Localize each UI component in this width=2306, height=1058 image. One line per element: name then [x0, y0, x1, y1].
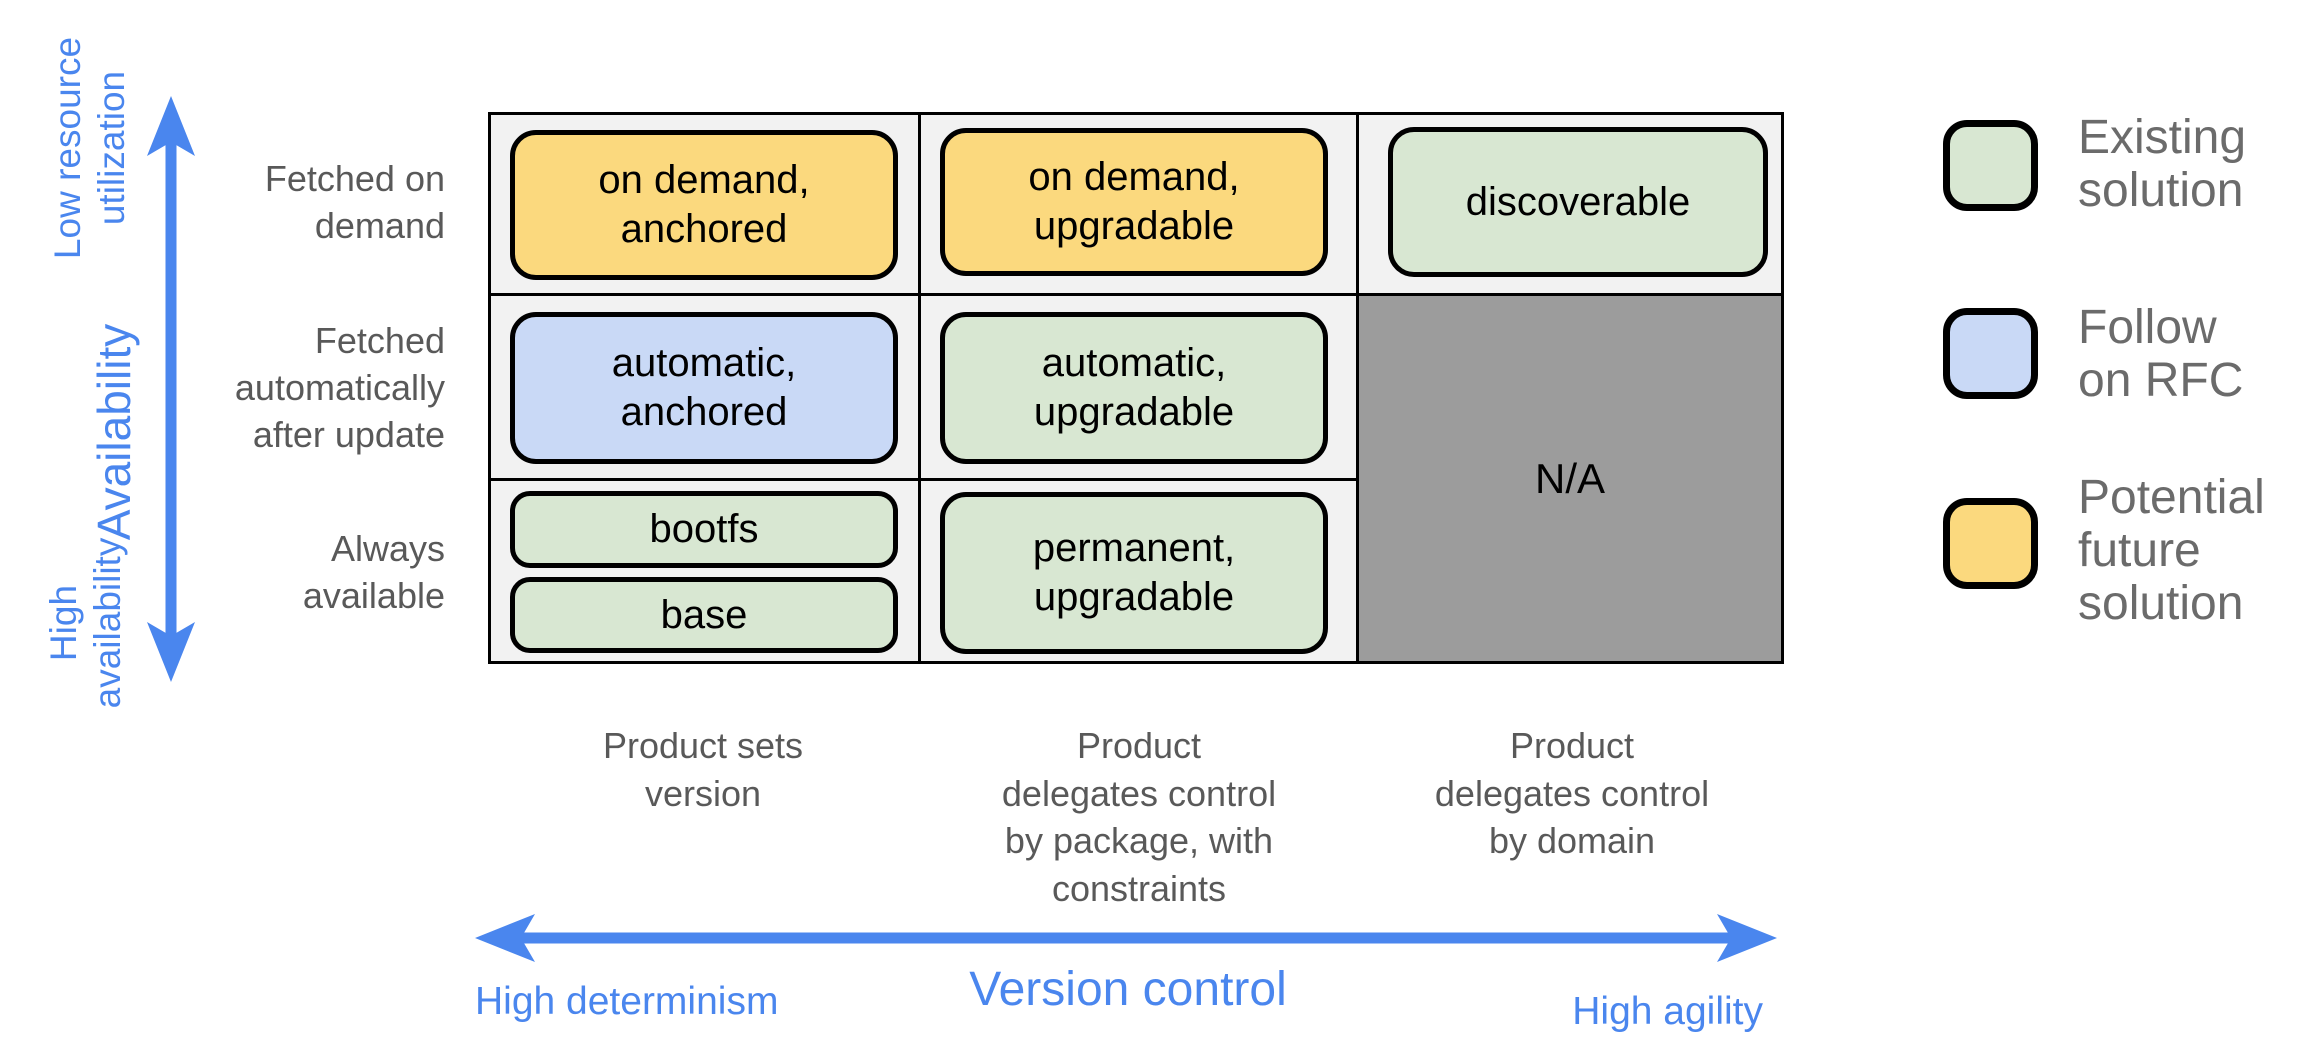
column-label-delegates-by-package: Product delegates control by package, wi… — [1001, 725, 1277, 909]
box-base: base — [510, 577, 898, 653]
na-label: N/A — [1534, 454, 1605, 502]
legend-swatch-potential-future-solution — [1943, 498, 2038, 589]
grid-row-divider-1 — [491, 293, 1781, 296]
x-axis-title: Version control — [969, 963, 1287, 1016]
box-on-demand-anchored: on demand, anchored — [510, 130, 898, 280]
x-axis-left-end-label: High determinism — [475, 980, 779, 1023]
box-on-demand-upgradable: on demand, upgradable — [940, 128, 1328, 276]
legend-swatch-follow-on-rfc — [1943, 308, 2038, 399]
box-automatic-anchored: automatic, anchored — [510, 312, 898, 464]
box-bootfs: bootfs — [510, 491, 898, 568]
legend-swatch-existing-solution — [1943, 120, 2038, 211]
box-permanent-upgradable: permanent, upgradable — [940, 492, 1328, 654]
row-label-fetched-on-demand: Fetched on demand — [264, 158, 445, 246]
y-axis-low-end-label: High availability — [43, 537, 129, 709]
x-axis-right-end-label: High agility — [1572, 990, 1763, 1033]
grid-column-divider-1 — [918, 115, 921, 661]
grid-column-divider-2 — [1356, 115, 1359, 661]
y-axis-high-end-label: Low resource utilization — [47, 36, 133, 260]
legend-label-potential-future-solution: Potential future solution — [2078, 471, 2265, 630]
box-discoverable: discoverable — [1388, 127, 1768, 277]
row-label-always-available: Always available — [302, 528, 445, 616]
column-label-delegates-by-domain: Product delegates control by domain — [1434, 725, 1710, 862]
version-control-axis-arrow-icon — [475, 914, 1777, 962]
legend-label-follow-on-rfc: Follow on RFC — [2078, 301, 2244, 407]
row-label-fetched-automatically: Fetched automatically after update — [234, 320, 445, 455]
column-label-product-sets-version: Product sets version — [602, 725, 804, 814]
cell-not-applicable: N/A — [1359, 296, 1781, 661]
grid-row-divider-2 — [491, 478, 1359, 481]
availability-axis-arrow-icon — [147, 96, 195, 682]
legend-label-existing-solution: Existing solution — [2078, 111, 2247, 217]
box-automatic-upgradable: automatic, upgradable — [940, 312, 1328, 464]
